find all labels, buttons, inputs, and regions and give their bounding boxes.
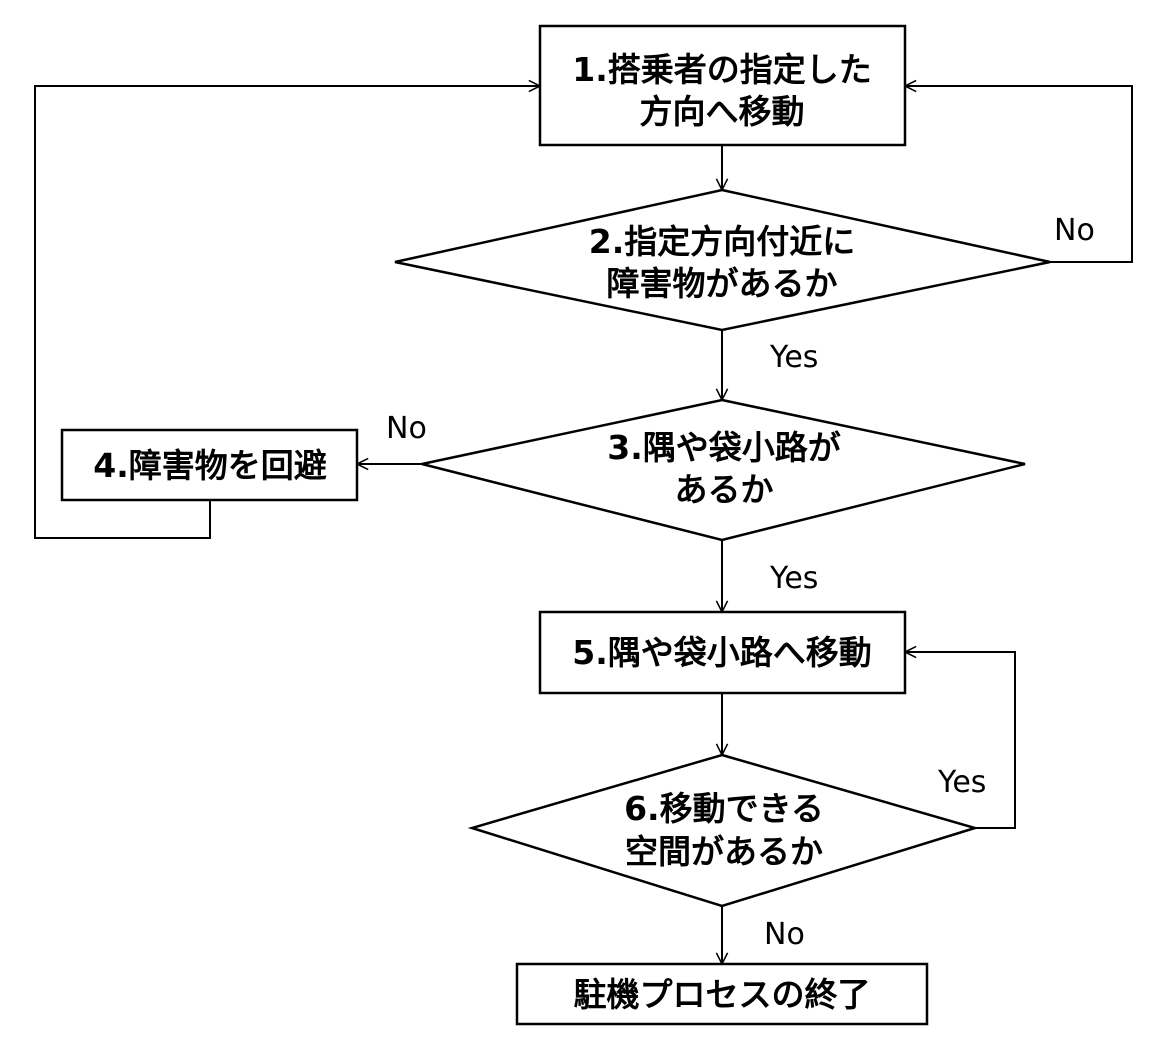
label-step3-yes: Yes (769, 561, 818, 596)
decision-diamond-2 (394, 188, 1051, 332)
label-step6-no: No (764, 917, 805, 952)
step3-line2: あるか (675, 470, 774, 509)
step3-line1: 3.隅や袋小路が (607, 428, 841, 467)
step4-text: 4.障害物を回避 (93, 446, 327, 485)
step1-line2: 方向へ移動 (640, 92, 805, 131)
process-box-1 (538, 24, 907, 147)
step2-line2: 障害物があるか (607, 264, 838, 303)
step1-line1: 1.搭乗者の指定した (572, 50, 872, 89)
decision-diamond-3 (421, 398, 1026, 542)
label-step2-yes: Yes (769, 340, 818, 375)
label-step6-yes: Yes (937, 765, 986, 800)
label-step2-no: No (1054, 213, 1095, 248)
step6-line1: 6.移動できる (624, 789, 824, 828)
decision-diamond-6 (467, 753, 980, 908)
step6-line2: 空間があるか (625, 832, 823, 871)
label-step3-no: No (386, 411, 427, 446)
process-box-4 (60, 428, 359, 502)
process-box-5 (538, 610, 907, 695)
step5-text: 5.隅や袋小路へ移動 (572, 633, 872, 672)
end-text: 駐機プロセスの終了 (574, 975, 871, 1014)
edge-2-to-1-no (905, 86, 1133, 263)
step2-line1: 2.指定方向付近に (589, 222, 856, 261)
edge-4-to-1 (34, 86, 540, 539)
edge-6-to-5-yes (905, 652, 1016, 829)
end-box (515, 962, 929, 1026)
